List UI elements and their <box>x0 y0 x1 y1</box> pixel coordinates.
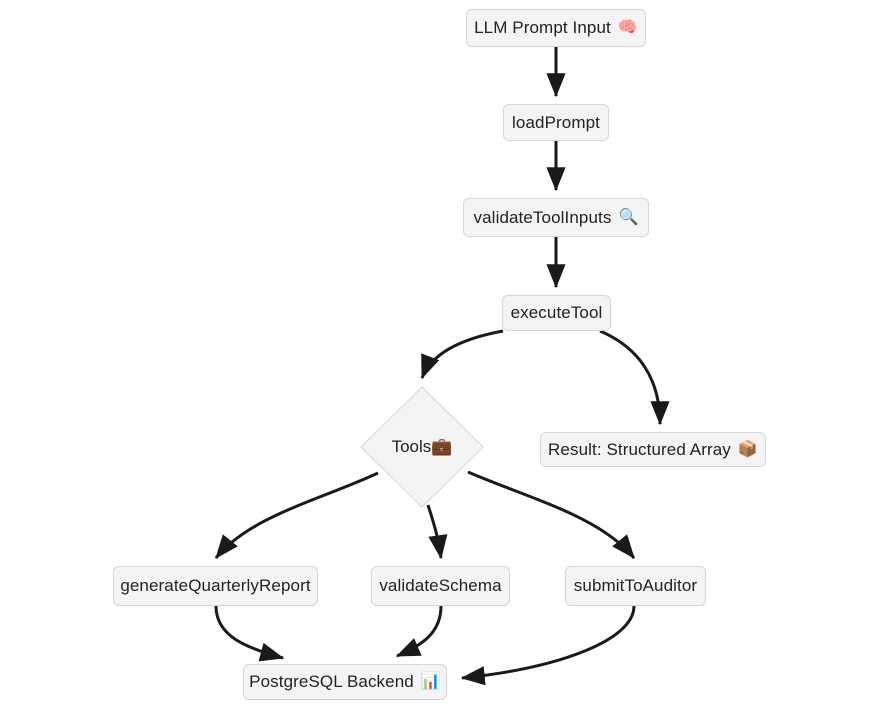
briefcase-icon: 💼 <box>431 437 453 456</box>
magnifying-glass-icon: 🔍 <box>618 208 639 226</box>
bar-chart-icon: 📊 <box>420 673 441 690</box>
node-llm-prompt-input-label: LLM Prompt Input <box>474 18 611 37</box>
edge-generate-quarterly-report-to-postgresql-backend <box>214 605 285 662</box>
node-llm-prompt-input[interactable]: LLM Prompt Input 🧠 <box>466 9 646 47</box>
diamond-shape <box>360 386 484 508</box>
node-result-structured-array[interactable]: Result: Structured Array 📦 <box>540 432 766 467</box>
edge-tools-to-submit-to-auditor <box>467 470 636 559</box>
edge-execute-tool-to-tools <box>420 329 504 380</box>
node-execute-tool-label: executeTool <box>510 303 603 322</box>
edge-execute-tool-to-result-structured-array <box>599 329 670 426</box>
node-load-prompt[interactable]: loadPrompt <box>503 104 609 141</box>
node-validate-schema-label: validateSchema <box>379 576 502 595</box>
node-validate-schema[interactable]: validateSchema <box>371 566 510 606</box>
brain-icon: 🧠 <box>617 19 638 36</box>
node-result-structured-array-label: Result: Structured Array <box>548 439 731 459</box>
node-generate-quarterly-report-label: generateQuarterlyReport <box>120 576 311 595</box>
node-submit-to-auditor-label: submitToAuditor <box>573 576 698 595</box>
node-validate-tool-inputs[interactable]: validateToolInputs 🔍 <box>463 198 649 237</box>
node-tools[interactable]: Tools 💼 <box>360 386 484 508</box>
node-validate-tool-inputs-label: validateToolInputs <box>473 207 612 227</box>
node-submit-to-auditor[interactable]: submitToAuditor <box>565 566 706 606</box>
edge-submit-to-auditor-to-postgresql-backend <box>460 605 636 686</box>
node-tools-label: Tools <box>391 437 432 456</box>
node-generate-quarterly-report[interactable]: generateQuarterlyReport <box>113 566 318 606</box>
node-postgresql-backend-label: PostgreSQL Backend <box>249 672 414 691</box>
node-postgresql-backend[interactable]: PostgreSQL Backend 📊 <box>243 664 447 700</box>
edge-tools-to-validate-schema <box>426 504 448 560</box>
edge-validate-schema-to-postgresql-backend <box>395 605 443 658</box>
node-tools-content: Tools 💼 <box>360 386 484 508</box>
node-execute-tool[interactable]: executeTool <box>502 295 611 331</box>
package-icon: 📦 <box>737 440 758 458</box>
node-load-prompt-label: loadPrompt <box>512 112 600 132</box>
edge-tools-to-generate-quarterly-report <box>214 471 379 559</box>
